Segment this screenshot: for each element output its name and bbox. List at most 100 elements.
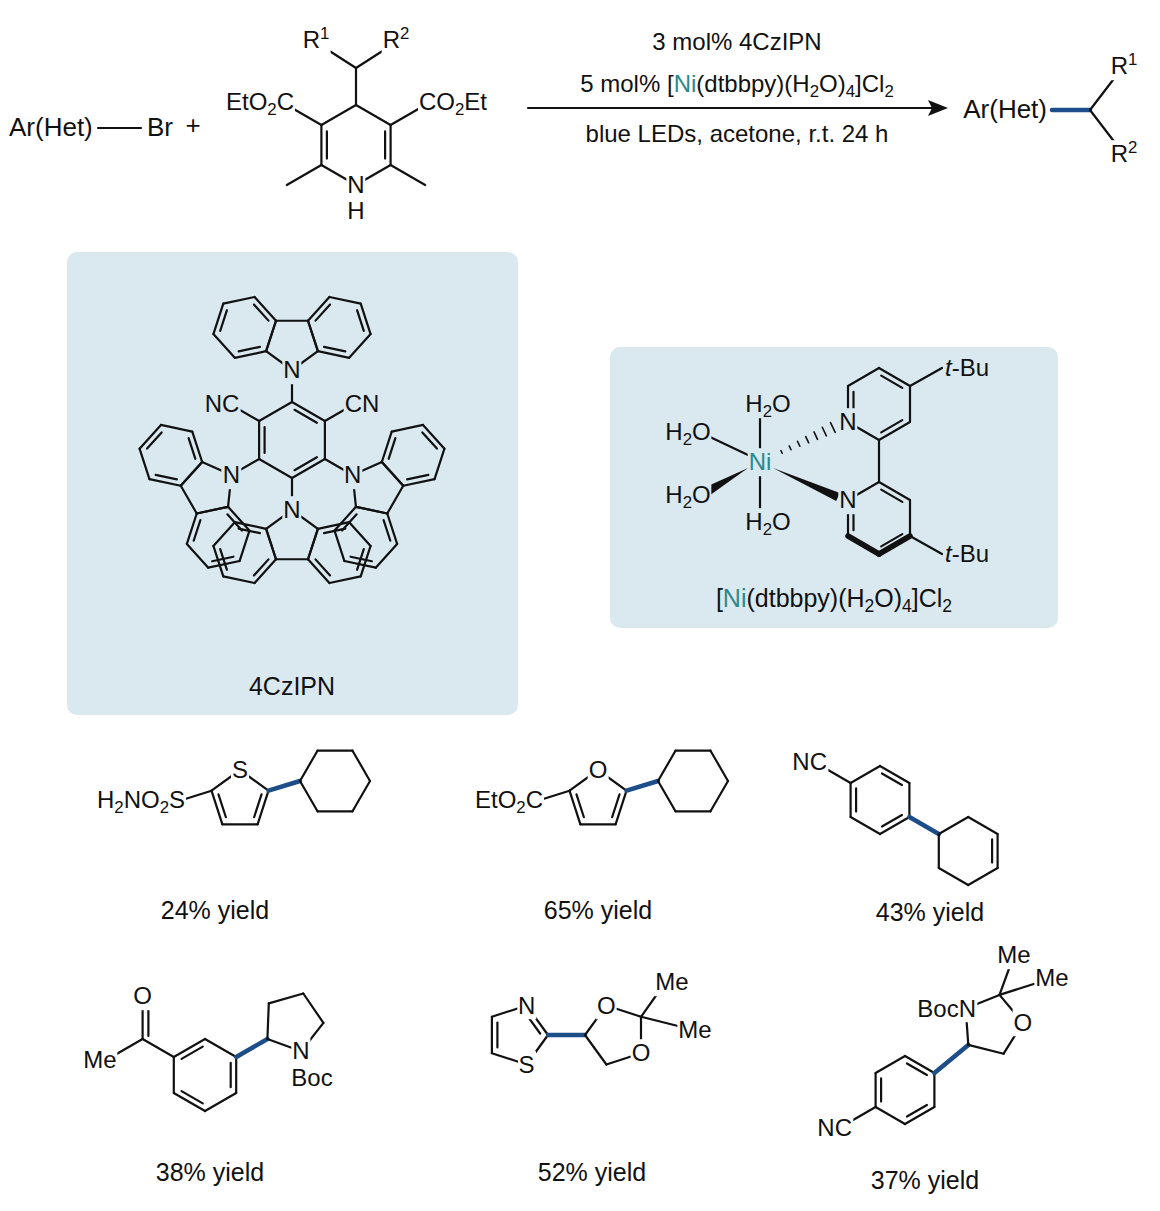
bond-line [910,536,942,554]
double-bond-line [182,1091,203,1103]
text-run: N [344,461,361,488]
text-run: Me [1035,964,1068,991]
text-run: NC [792,748,827,775]
bond-line [266,529,276,559]
text-run: S [232,756,248,783]
yield-text: 43% yield [875,898,985,927]
bond-line [874,1073,876,1107]
text-run: Et [464,88,487,115]
bond-line [570,791,581,825]
bond-line [641,1017,682,1027]
bond-line [382,462,403,486]
bond-line [1090,110,1116,144]
text-run: 65% yield [544,896,652,924]
text-run: 43% yield [876,898,984,926]
text-run: (dtbbpy)(H [746,584,864,612]
bond-line [390,125,392,165]
product-label: Ar(Het) [962,95,1048,125]
bond-line [140,425,161,449]
text-run: 3 mol% 4CzIPN [652,28,821,55]
text-run: 2 [1128,138,1137,157]
hashed-bond [822,427,826,436]
bond-line [276,320,308,322]
text-run: N [223,461,240,488]
atom-label: N [291,1037,310,1065]
ligand-label: H2O [664,481,711,509]
double-bond-line [422,432,437,448]
text-run: O [772,390,791,417]
atom-label: N [346,171,365,199]
text-run: H [347,197,364,224]
group-label: EtO2C [225,88,295,116]
bond-line [308,559,329,583]
reaction-arrow [528,107,935,109]
bond-line [143,1039,174,1057]
bond-line [235,1057,237,1093]
bond-line [876,1056,905,1073]
text-run: 2 [763,402,772,421]
group-label: Me [677,1016,712,1044]
bond-line [173,1057,175,1093]
text-run: 2 [400,24,409,43]
group-label: BocN [916,995,977,1023]
bond-line [848,368,879,386]
group-label: EtO2C [474,786,544,814]
bond-line [205,1039,236,1057]
condition-text: 5 mol% [Ni(dtbbpy)(H2O)4]Cl2 [579,70,894,98]
double-bond-line [612,794,619,817]
bond-line [308,529,318,559]
bond-line [851,766,880,783]
double-bond-line [907,1105,927,1117]
bond-line [187,544,208,568]
bond-line [353,781,371,811]
bond-line [910,368,942,386]
bond-line [259,459,292,478]
atom-label: O [631,1039,652,1067]
hashed-bond [831,423,836,433]
text-run: blue LEDs, acetone, r.t. 24 h [586,120,889,147]
text-run: Ar(Het) [9,112,93,142]
double-bond-line [881,490,902,502]
text-run: H [745,508,762,535]
bond-line [491,1017,493,1053]
double-bond-line [218,794,225,817]
text-run: 4 [846,82,855,101]
double-bond-line [991,839,993,862]
text-run: R [1111,52,1128,79]
bond-line [356,50,384,68]
atom-label: O [1013,1009,1034,1037]
text-run: R [1111,140,1128,167]
bond-line [658,781,676,811]
hashed-bond [789,446,791,450]
text-run: t [945,540,952,567]
text-run: 2 [455,100,464,119]
bond-line [255,559,276,583]
yield-text: 37% yield [870,1166,980,1195]
text-run: O [1014,1009,1033,1036]
bond-line [353,751,371,781]
double-bond-line [357,549,364,570]
double-bond-line [220,549,227,570]
new-bond [236,1039,267,1057]
bond-line [585,1035,606,1065]
text-run: 2 [763,520,772,539]
double-bond-line [220,310,227,331]
bond-line [318,750,353,752]
text-run: N [292,1037,309,1064]
double-bond-line [855,788,857,811]
text-run: -Bu [952,540,989,567]
text-run: BocN [917,995,976,1022]
text-run: Ni [749,448,772,475]
bond-line [391,165,426,185]
bond-line [267,1003,268,1039]
substituent-label: R2 [382,26,411,54]
double-bond-line [880,1078,882,1101]
text-run: + [185,110,200,140]
condition-text: 3 mol% 4CzIPN [651,28,822,56]
bond-line [259,402,292,421]
dye-structure [67,252,518,715]
bond-line [938,834,940,868]
bond-line [222,823,257,825]
wedge-bond [773,468,840,501]
